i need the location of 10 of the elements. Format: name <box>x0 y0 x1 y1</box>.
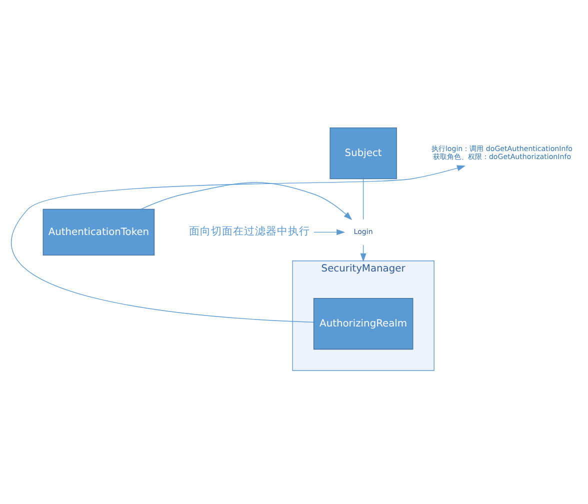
arrow <box>12 165 466 323</box>
node-box: AuthorizingRealm <box>313 298 414 350</box>
arrow <box>314 229 346 236</box>
arrow <box>140 182 352 220</box>
node-text: 执行login：调用 doGetAuthenticationInfo 获取角色、权限：doGetAuthorizationInfo <box>431 144 573 161</box>
node-box: AuthenticationToken <box>42 208 155 256</box>
connector <box>362 178 364 220</box>
node-text: Login <box>354 226 373 236</box>
node-text: 面向切面在过滤器中执行 <box>188 224 310 238</box>
node-box: Subject <box>330 127 397 180</box>
